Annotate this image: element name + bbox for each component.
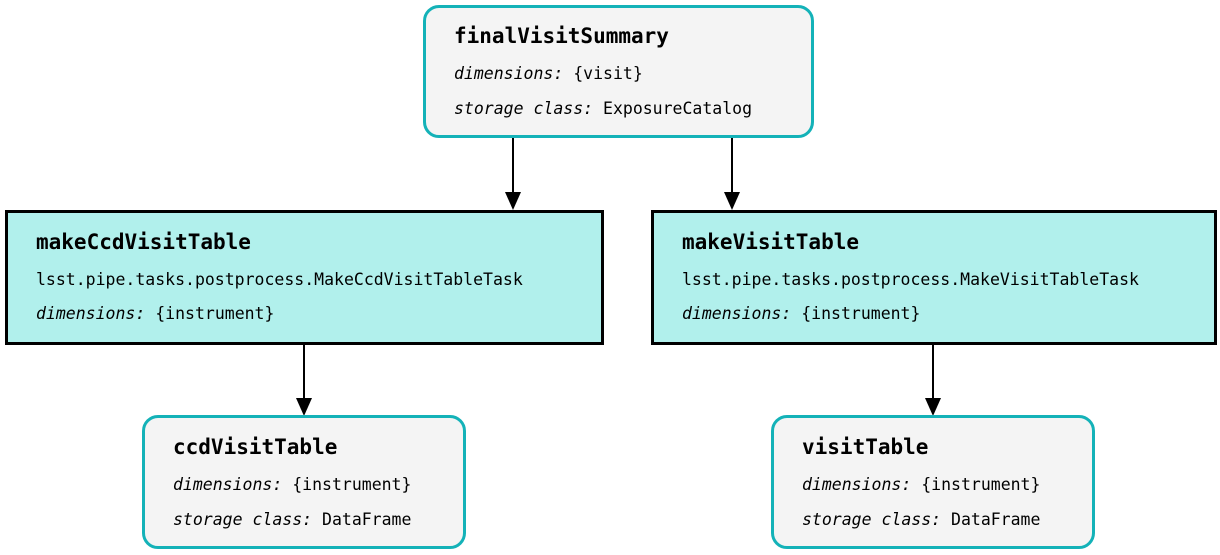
dimensions-label: dimensions: [682, 304, 792, 323]
task-node-makeVisitTable[interactable]: makeVisitTable lsst.pipe.tasks.postproce… [651, 210, 1217, 345]
storage-class-line: storage class: DataFrame [802, 510, 1040, 529]
node-title: finalVisitSummary [454, 24, 669, 48]
node-title: ccdVisitTable [173, 435, 338, 459]
dimensions-line: dimensions: {instrument} [36, 304, 274, 323]
node-title: makeCcdVisitTable [36, 230, 251, 254]
storage-class-label: storage class: [173, 510, 313, 529]
storage-class-line: storage class: ExposureCatalog [454, 99, 752, 118]
node-title: makeVisitTable [682, 230, 860, 254]
storage-class-line: storage class: DataFrame [173, 510, 411, 529]
edge-finalVisitSummary-to-makeCcdVisitTable [505, 138, 521, 210]
node-title: visitTable [802, 435, 929, 459]
dimensions-line: dimensions: {visit} [454, 64, 643, 83]
dimensions-line: dimensions: {instrument} [173, 475, 411, 494]
dimensions-value: {instrument} [801, 304, 921, 323]
dimensions-label: dimensions: [802, 475, 912, 494]
dataset-node-visitTable[interactable]: visitTable dimensions: {instrument} stor… [771, 415, 1095, 549]
dataset-node-finalVisitSummary[interactable]: finalVisitSummary dimensions: {visit} st… [423, 5, 814, 138]
dimensions-label: dimensions: [454, 64, 564, 83]
task-class-line: lsst.pipe.tasks.postprocess.MakeVisitTab… [682, 270, 1139, 289]
dimensions-label: dimensions: [36, 304, 146, 323]
edge-finalVisitSummary-to-makeVisitTable [724, 138, 740, 210]
dimensions-line: dimensions: {instrument} [802, 475, 1040, 494]
task-class-line: lsst.pipe.tasks.postprocess.MakeCcdVisit… [36, 270, 523, 289]
storage-class-label: storage class: [802, 510, 942, 529]
task-node-makeCcdVisitTable[interactable]: makeCcdVisitTable lsst.pipe.tasks.postpr… [5, 210, 604, 345]
dimensions-value: {instrument} [921, 475, 1041, 494]
dataset-node-ccdVisitTable[interactable]: ccdVisitTable dimensions: {instrument} s… [142, 415, 466, 549]
storage-class-label: storage class: [454, 99, 594, 118]
storage-class-value: DataFrame [322, 510, 412, 529]
storage-class-value: DataFrame [951, 510, 1041, 529]
dimensions-label: dimensions: [173, 475, 283, 494]
edge-makeCcdVisitTable-to-ccdVisitTable [296, 344, 312, 416]
dimensions-value: {instrument} [292, 475, 412, 494]
edge-makeVisitTable-to-visitTable [925, 344, 941, 416]
dimensions-value: {instrument} [155, 304, 275, 323]
storage-class-value: ExposureCatalog [603, 99, 753, 118]
dimensions-value: {visit} [573, 64, 643, 83]
dimensions-line: dimensions: {instrument} [682, 304, 920, 323]
